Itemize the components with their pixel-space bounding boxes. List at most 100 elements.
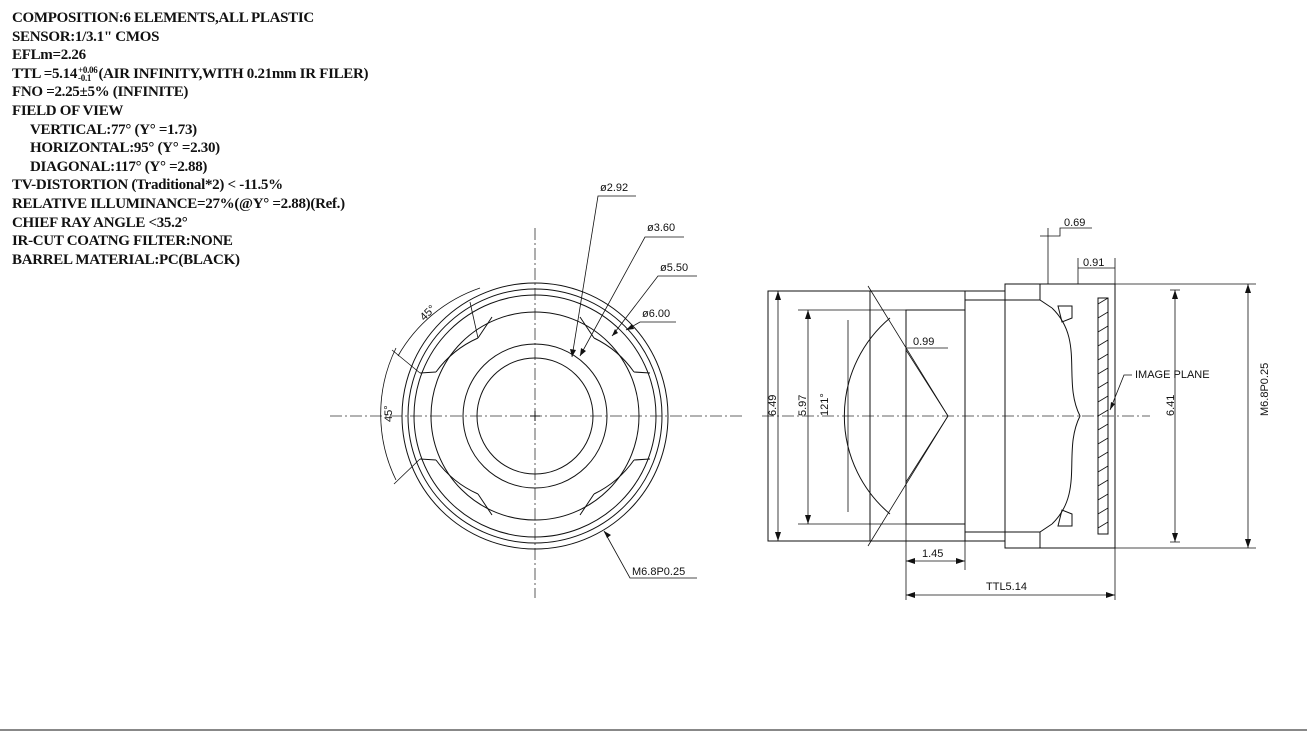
barrel-inner-circle xyxy=(413,294,657,538)
spec-line: RELATIVE ILLUMINANCE=27%(@Y° =2.88)(Ref.… xyxy=(12,195,368,214)
dim-145: 1.45 xyxy=(922,548,943,560)
aperture-outer-circle xyxy=(462,343,608,489)
spec-line: COMPOSITION:6 ELEMENTS,ALL PLASTIC xyxy=(12,9,368,28)
spec-text: EFLm=2.26 xyxy=(12,47,86,64)
arrow-597-top xyxy=(805,310,811,319)
spec-line: EFLm=2.26 xyxy=(12,46,368,65)
spec-text: FNO =2.25±5% (INFINITE) xyxy=(12,84,189,101)
slot-arcs xyxy=(435,337,635,495)
spec-text: SENSOR:1/3.1" CMOS xyxy=(12,28,160,45)
outer-thread-circle xyxy=(401,282,669,550)
angle-left-arc xyxy=(380,347,397,481)
rear-lens-surface xyxy=(1051,307,1081,525)
leader-d292 xyxy=(571,195,636,358)
tolerance-upper: +0.06 xyxy=(78,65,98,76)
barrel-circle xyxy=(407,288,663,544)
bottom-dim-lines xyxy=(906,560,1115,596)
spec-text: HORIZONTAL:95° (Y° =2.30) xyxy=(30,140,220,157)
spec-line: DIAGONAL:117° (Y° =2.88) xyxy=(12,158,368,177)
arrow-thread xyxy=(604,531,611,538)
front-view: 45° 45° ø2.92 ø3.60 ø5.50 ø6.00 M6.8P0.2… xyxy=(330,182,745,598)
center-mark xyxy=(530,411,540,421)
spec-text: RELATIVE ILLUMINANCE=27%(@Y° =2.88)(Ref.… xyxy=(12,195,345,212)
spec-line: BARREL MATERIAL:PC(BLACK) xyxy=(12,251,368,270)
dim-ttl: TTL5.14 xyxy=(986,581,1027,593)
arrow-thread-top xyxy=(1245,284,1251,293)
inner-rays xyxy=(905,349,949,483)
dim-649: 6.49 xyxy=(767,395,779,416)
spec-line: TTL =5.14+0.06-0.1(AIR INFINITY,WITH 0.2… xyxy=(12,65,369,84)
arrow-thread-bottom xyxy=(1245,539,1251,548)
angle-top-label: 45° xyxy=(418,303,438,323)
dim-091: 0.91 xyxy=(1083,257,1104,269)
arrow-641-top xyxy=(1172,290,1178,299)
arrow-597-bottom xyxy=(805,515,811,524)
callout-d360: ø3.60 xyxy=(647,222,675,234)
angle-extension-lines xyxy=(391,301,479,485)
dim-fov: 121° xyxy=(819,393,831,416)
leader-image-plane xyxy=(1109,374,1132,411)
spec-list: COMPOSITION:6 ELEMENTS,ALL PLASTIC SENSOR… xyxy=(12,9,369,270)
side-view: IMAGE PLANE 6.49 5.97 121° 6.41 M6.8P0.2… xyxy=(762,217,1271,600)
slot-steps xyxy=(419,371,651,461)
spec-line: VERTICAL:77° (Y° =1.73) xyxy=(12,121,368,140)
callout-d600: ø6.00 xyxy=(642,308,670,320)
leader-d360 xyxy=(579,236,684,357)
arrow-d292 xyxy=(570,349,576,357)
lens-stack-outline xyxy=(905,309,966,525)
spec-text: VERTICAL:77° (Y° =1.73) xyxy=(30,121,197,138)
spec-text: FIELD OF VIEW xyxy=(12,102,124,119)
dim-641: 6.41 xyxy=(1165,395,1177,416)
leader-thread xyxy=(603,530,697,579)
arrow-641-bottom xyxy=(1172,533,1178,542)
callout-d550: ø5.50 xyxy=(660,262,688,274)
callout-thread: M6.8P0.25 xyxy=(632,566,685,578)
top-dim-extensions xyxy=(1047,228,1116,284)
spec-line: IR-CUT COATNG FILTER:NONE xyxy=(12,232,368,251)
spec-line: CHIEF RAY ANGLE <35.2° xyxy=(12,214,368,233)
front-lens-dome xyxy=(843,317,891,515)
spec-line: FNO =2.25±5% (INFINITE) xyxy=(12,83,368,102)
aperture-inner-circle xyxy=(476,357,594,475)
arrow-d600 xyxy=(626,324,634,330)
spec-line: HORIZONTAL:95° (Y° =2.30) xyxy=(12,139,368,158)
arrow-image-plane xyxy=(1110,402,1115,410)
arrow-649-top xyxy=(775,291,781,300)
arrow-145-right xyxy=(956,558,965,564)
spec-text: COMPOSITION:6 ELEMENTS,ALL PLASTIC xyxy=(12,10,314,26)
spec-line: SENSOR:1/3.1" CMOS xyxy=(12,28,368,47)
image-plane-hatch xyxy=(1097,297,1109,529)
tolerance: +0.06-0.1 xyxy=(78,65,98,84)
flange-circle xyxy=(430,311,640,521)
dim-thread-side: M6.8P0.25 xyxy=(1259,363,1271,416)
callout-d292: ø2.92 xyxy=(600,182,628,194)
arrow-649-bottom xyxy=(775,532,781,541)
spec-text: TV-DISTORTION (Traditional*2) < -11.5% xyxy=(12,177,283,194)
slot-edges xyxy=(477,316,595,516)
tolerance-lower: -0.1 xyxy=(78,73,92,84)
spec-line: TV-DISTORTION (Traditional*2) < -11.5% xyxy=(12,176,368,195)
arrow-ttl-left xyxy=(906,592,915,598)
dim-069: 0.69 xyxy=(1064,217,1085,229)
top-dim-lines xyxy=(1040,227,1115,269)
leader-d550 xyxy=(611,275,697,337)
image-plane-label: IMAGE PLANE xyxy=(1135,369,1210,381)
bottom-dim-extensions xyxy=(905,524,1116,600)
spec-line: FIELD OF VIEW xyxy=(12,102,368,121)
spec-text: DIAGONAL:117° (Y° =2.88) xyxy=(30,158,208,175)
spec-tail: (AIR INFINITY,WITH 0.21mm IR FILER) xyxy=(98,65,369,82)
arrow-d360 xyxy=(580,348,586,356)
dim-099: 0.99 xyxy=(913,336,934,348)
rear-lens-clips xyxy=(1057,305,1073,527)
angle-top-arc xyxy=(397,287,481,357)
dim-597: 5.97 xyxy=(797,395,809,416)
spec-text: TTL =5.14 xyxy=(12,65,78,82)
arrow-ttl-right xyxy=(1106,592,1115,598)
spec-text: IR-CUT COATNG FILTER:NONE xyxy=(12,233,233,250)
spec-text: BARREL MATERIAL:PC(BLACK) xyxy=(12,251,240,268)
vertical-dim-lines xyxy=(777,284,1249,548)
arrow-145-left xyxy=(906,558,915,564)
angle-left-label: 45° xyxy=(383,405,395,422)
spec-text: CHIEF RAY ANGLE <35.2° xyxy=(12,214,188,231)
